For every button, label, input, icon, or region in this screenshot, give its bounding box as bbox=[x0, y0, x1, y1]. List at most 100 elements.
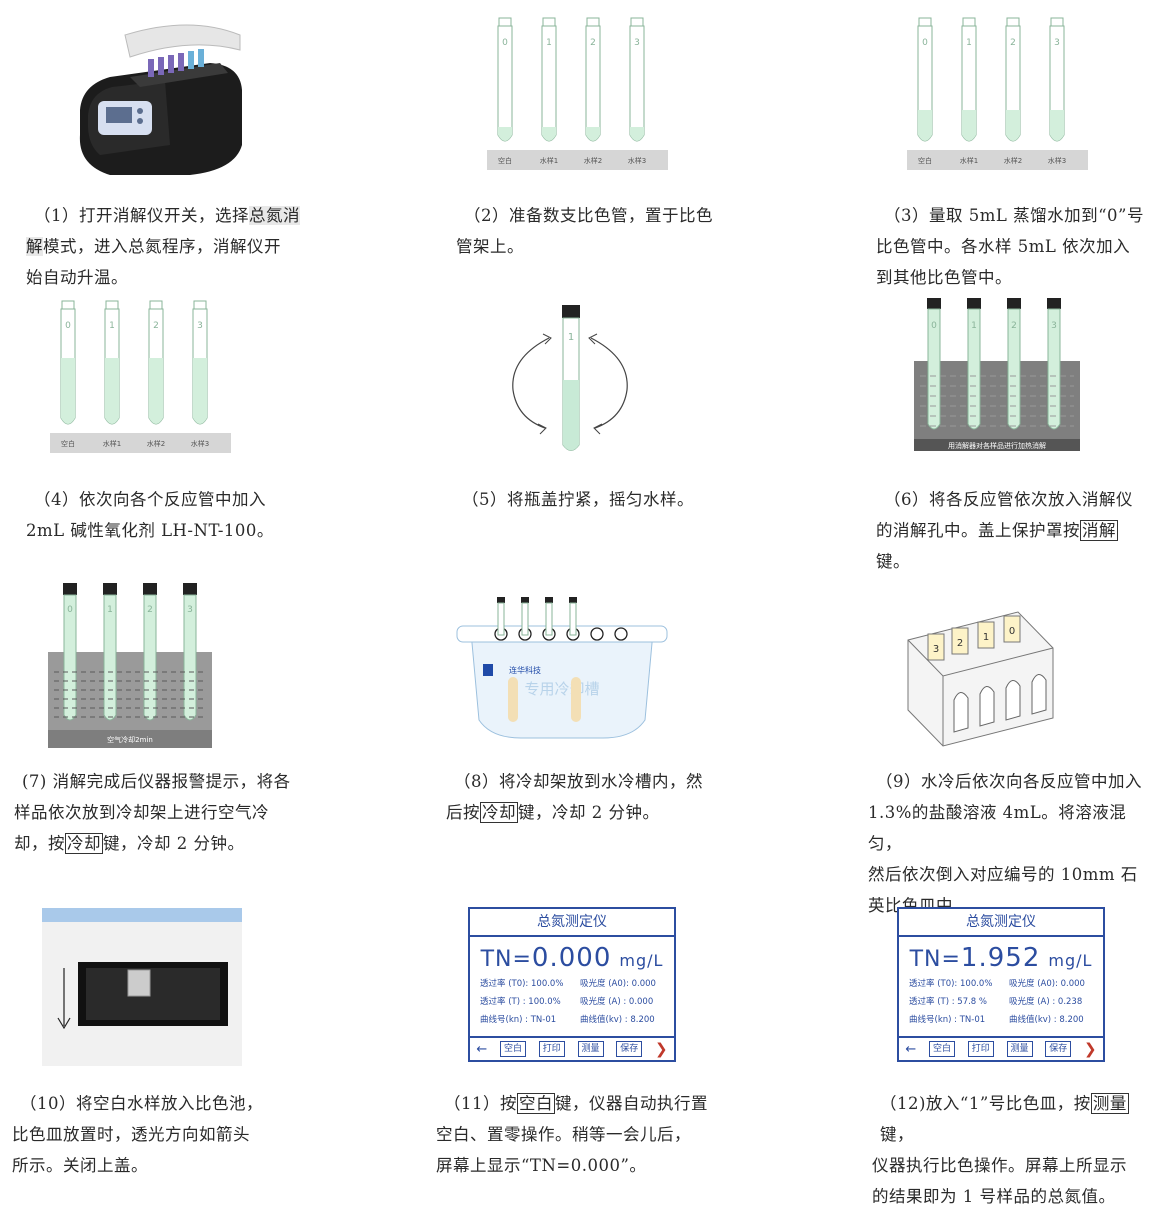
next-arrow-icon[interactable]: ❯ bbox=[655, 1040, 668, 1058]
step-9-caption: （9）水冷后依次向各反应管中加入 1.3%的盐酸溶液 4mL。将溶液混匀， 然后… bbox=[868, 772, 1142, 915]
step-6-caption: （6）将各反应管依次放入消解仪 的消解孔中。盖上保护罩按消解 键。 bbox=[876, 490, 1133, 571]
step-11-caption: （11）按空白键，仪器自动执行置 空白、置零操作。稍等一会儿后， 屏幕上显示“T… bbox=[436, 1093, 708, 1175]
tube-number: 0 bbox=[502, 38, 508, 48]
rack-label: 水样2 bbox=[1004, 156, 1022, 165]
air-cooling-figure: 空气冷却2min 0 1 2 3 bbox=[46, 580, 214, 752]
tube-number: 3 bbox=[187, 605, 193, 615]
cuvette-number: 3 bbox=[933, 644, 939, 655]
tube-number: 2 bbox=[1010, 38, 1016, 48]
cuvette: 2 bbox=[951, 627, 969, 655]
rack-base bbox=[50, 433, 231, 453]
test-tube: 1 bbox=[961, 17, 977, 142]
tube-number: 0 bbox=[931, 321, 937, 331]
step-1-caption: （1）打开消解仪开关，选择总氮消 解模式，进入总氮程序，消解仪开 始自动升温。 bbox=[26, 206, 300, 287]
digester-tube: 0 bbox=[927, 298, 941, 430]
cooling-tube: 3 bbox=[183, 583, 197, 721]
tn-readout: TN=1.952 mg/L bbox=[909, 943, 1093, 973]
tube-number: 3 bbox=[634, 38, 640, 48]
cuvette-number: 0 bbox=[1009, 626, 1015, 637]
instrument-screen-blank: 总氮测定仪 TN=0.000 mg/L 透过率 (T0): 100.0%吸光度 … bbox=[468, 907, 676, 1062]
test-tube: 0 bbox=[497, 17, 513, 142]
step-12-caption: （12)放入“1”号比色皿，按测量键， 仪器执行比色操作。屏幕上所显示 的结果即… bbox=[872, 1093, 1129, 1206]
step-7-caption: (7) 消解完成后仪器报警提示，将各 样品依次放到冷却架上进行空气冷 却，按冷却… bbox=[14, 772, 291, 854]
rack-label: 水样3 bbox=[628, 156, 646, 165]
step-8-caption: （8）将冷却架放到水冷槽内，然 后按冷却键，冷却 2 分钟。 bbox=[446, 772, 703, 823]
tube-number: 2 bbox=[1011, 321, 1017, 331]
tube-number: 2 bbox=[147, 605, 153, 615]
digester-tube: 1 bbox=[967, 298, 981, 430]
blank-button[interactable]: 空白 bbox=[500, 1041, 527, 1057]
tube-number: 1 bbox=[971, 321, 977, 331]
blank-button[interactable]: 空白 bbox=[929, 1041, 956, 1057]
blank-key-label: 空白 bbox=[517, 1093, 555, 1114]
test-tube: 3 bbox=[192, 300, 208, 425]
svg-text:用消解器对各样品进行加热消解: 用消解器对各样品进行加热消解 bbox=[948, 441, 1046, 450]
cooling-tube: 0 bbox=[63, 583, 77, 721]
tube-number: 0 bbox=[67, 605, 73, 615]
test-tube: 2 bbox=[148, 300, 164, 425]
measure-button[interactable]: 测量 bbox=[577, 1041, 604, 1057]
svg-text:连华科技: 连华科技 bbox=[509, 665, 541, 675]
rack-label: 水样1 bbox=[540, 156, 558, 165]
digestion-instrument-figure bbox=[70, 15, 250, 180]
tube-number: 3 bbox=[1051, 321, 1057, 331]
test-tube: 2 bbox=[1005, 17, 1021, 142]
test-tube: 3 bbox=[629, 17, 645, 142]
digester-tube: 2 bbox=[1007, 298, 1021, 430]
rack-label: 水样2 bbox=[584, 156, 602, 165]
back-arrow-icon[interactable]: ← bbox=[476, 1041, 488, 1057]
screen-button-bar: ← 空白 打印 测量 保存 ❯ bbox=[899, 1036, 1103, 1060]
readout-rows: 透过率 (T0): 100.0%吸光度 (A0): 0.000 透过率 (T) … bbox=[909, 979, 1085, 1025]
screen-title: 总氮测定仪 bbox=[899, 909, 1103, 937]
measure-key-label: 测量 bbox=[1090, 1093, 1129, 1114]
cuvette-number: 2 bbox=[957, 638, 963, 649]
back-arrow-icon[interactable]: ← bbox=[905, 1041, 917, 1057]
cuvette-chamber-figure bbox=[42, 908, 242, 1066]
cuvette: 0 bbox=[1003, 615, 1021, 643]
readout-rows: 透过率 (T0): 100.0%吸光度 (A0): 0.000 透过率 (T) … bbox=[480, 979, 656, 1025]
tube-rack-figure-1: 0 空白 1 水样1 2 水样2 3 水样3 bbox=[485, 15, 670, 175]
cooling-tube: 1 bbox=[103, 583, 117, 721]
measure-button[interactable]: 测量 bbox=[1006, 1041, 1033, 1057]
tube-number: 2 bbox=[153, 321, 159, 331]
rack-label: 空白 bbox=[498, 156, 512, 165]
save-button[interactable]: 保存 bbox=[1045, 1041, 1072, 1057]
print-button[interactable]: 打印 bbox=[538, 1041, 565, 1057]
test-tube: 1 bbox=[541, 17, 557, 142]
rack-label: 水样3 bbox=[1048, 156, 1066, 165]
shake-tube-figure: 1 bbox=[505, 300, 635, 460]
instrument-screen-measure: 总氮测定仪 TN=1.952 mg/L 透过率 (T0): 100.0%吸光度 … bbox=[897, 907, 1105, 1062]
rack-label: 空白 bbox=[61, 439, 75, 448]
step-3-caption: （3）量取 5mL 蒸馏水加到“0”号 比色管中。各水样 5mL 依次加入 到其… bbox=[876, 206, 1144, 287]
tn-readout: TN=0.000 mg/L bbox=[480, 943, 664, 973]
save-button[interactable]: 保存 bbox=[616, 1041, 643, 1057]
tube-number: 1 bbox=[546, 38, 552, 48]
rack-label: 水样1 bbox=[103, 439, 121, 448]
cooling-key-label-2: 冷却 bbox=[480, 802, 518, 823]
rack-label: 空白 bbox=[918, 156, 932, 165]
test-tube: 0 bbox=[60, 300, 76, 425]
digester-tube: 3 bbox=[1047, 298, 1061, 430]
cuvette: 3 bbox=[927, 633, 945, 661]
screen-button-bar: ← 空白 打印 测量 保存 ❯ bbox=[470, 1036, 674, 1060]
svg-text:空气冷却2min: 空气冷却2min bbox=[107, 735, 153, 744]
test-tube: 3 bbox=[1049, 17, 1065, 142]
tube-number: 3 bbox=[1054, 38, 1060, 48]
svg-text:1: 1 bbox=[568, 332, 574, 343]
rack-base bbox=[907, 150, 1088, 170]
step-5-caption: （5）将瓶盖拧紧，摇匀水样。 bbox=[462, 490, 694, 509]
rack-base bbox=[487, 150, 668, 170]
print-button[interactable]: 打印 bbox=[967, 1041, 994, 1057]
cooling-tube: 2 bbox=[143, 583, 157, 721]
step-4-caption: （4）依次向各个反应管中加入 2mL 碱性氧化剂 LH-NT-100。 bbox=[26, 490, 274, 540]
step-10-caption: （10）将空白水样放入比色池， 比色皿放置时，透光方向如箭头 所示。关闭上盖。 bbox=[12, 1094, 263, 1175]
rack-label: 水样3 bbox=[191, 439, 209, 448]
cuvette-number: 1 bbox=[983, 632, 989, 643]
tube-number: 1 bbox=[107, 605, 113, 615]
test-tube: 2 bbox=[585, 17, 601, 142]
tube-number: 0 bbox=[922, 38, 928, 48]
screen-title: 总氮测定仪 bbox=[470, 909, 674, 937]
cuvette-holder-figure: 3 2 1 0 bbox=[898, 600, 1058, 750]
tube-number: 2 bbox=[590, 38, 596, 48]
next-arrow-icon[interactable]: ❯ bbox=[1084, 1040, 1097, 1058]
